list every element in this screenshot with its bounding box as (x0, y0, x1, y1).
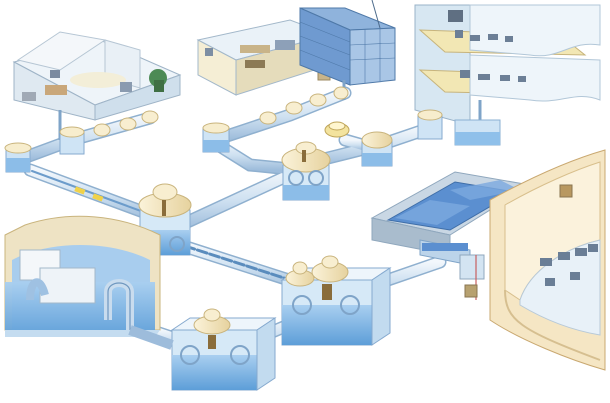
mid-chamber-center (281, 141, 331, 201)
treatment-plant (370, 171, 532, 300)
small-tank (417, 109, 443, 140)
bottom-chamber (170, 308, 277, 391)
reservoir (4, 215, 174, 350)
flow-marker (74, 186, 86, 195)
pump-station (280, 255, 392, 346)
control-room (489, 149, 606, 371)
flow-marker (92, 193, 104, 202)
house (12, 31, 182, 140)
small-tank (202, 122, 230, 153)
upper-tanks (4, 86, 443, 173)
small-tank (4, 142, 32, 173)
flow-meter (324, 121, 350, 138)
office-building (196, 0, 396, 100)
multistory-building (414, 4, 601, 146)
small-tank (59, 126, 85, 155)
inspection-chamber (361, 131, 393, 167)
